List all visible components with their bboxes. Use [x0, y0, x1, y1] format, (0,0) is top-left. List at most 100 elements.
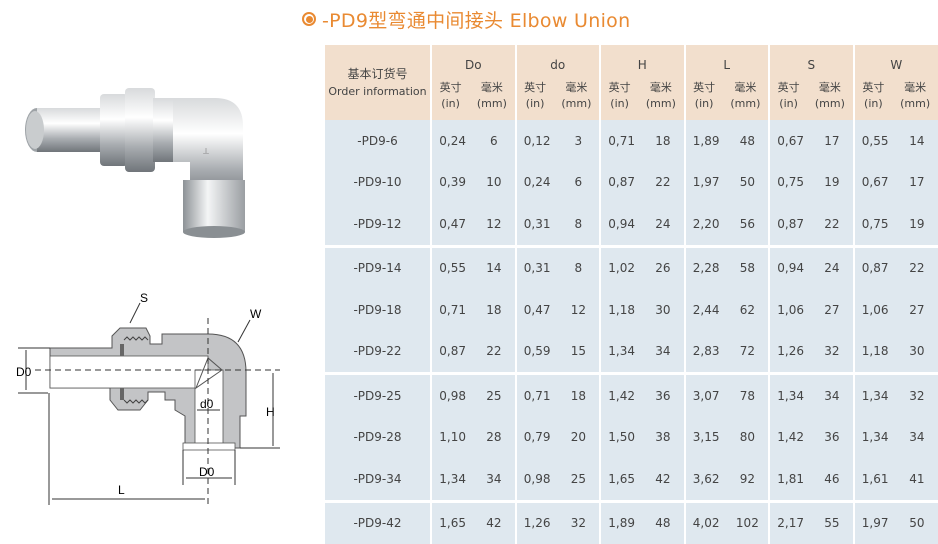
- value-mm: 18: [642, 120, 684, 162]
- title-text: -PD9型弯通中间接头 Elbow Union: [322, 6, 630, 33]
- value-inch: 1,65: [431, 501, 473, 544]
- value-mm: 102: [727, 501, 769, 544]
- value-mm: 3: [558, 120, 600, 162]
- value-mm: 24: [642, 203, 684, 246]
- unit-mm: 毫米(mm): [815, 80, 845, 112]
- label-h: H: [266, 405, 275, 419]
- value-inch: 0,31: [516, 246, 558, 289]
- label-w: W: [250, 307, 262, 321]
- value-mm: 27: [811, 289, 853, 331]
- value-inch: 1,06: [854, 289, 896, 331]
- value-inch: 0,47: [516, 289, 558, 331]
- value-mm: 25: [558, 458, 600, 501]
- value-inch: 0,55: [854, 120, 896, 162]
- value-mm: 32: [896, 374, 938, 417]
- value-mm: 55: [811, 501, 853, 544]
- value-mm: 17: [811, 120, 853, 162]
- value-mm: 6: [473, 120, 515, 162]
- order-code: -PD9-18: [325, 289, 431, 331]
- value-mm: 8: [558, 246, 600, 289]
- value-mm: 92: [727, 458, 769, 501]
- value-inch: 1,97: [854, 501, 896, 544]
- value-mm: 48: [727, 120, 769, 162]
- value-inch: 1,42: [600, 374, 642, 417]
- unit-inch: 英寸(in): [609, 80, 631, 112]
- value-inch: 0,71: [516, 374, 558, 417]
- value-inch: 0,94: [600, 203, 642, 246]
- value-mm: 32: [558, 501, 600, 544]
- value-mm: 46: [811, 458, 853, 501]
- value-inch: 2,20: [685, 203, 727, 246]
- value-mm: 50: [727, 162, 769, 204]
- order-code: -PD9-22: [325, 331, 431, 374]
- value-mm: 62: [727, 289, 769, 331]
- value-mm: 38: [642, 417, 684, 459]
- value-inch: 2,44: [685, 289, 727, 331]
- value-mm: 18: [558, 374, 600, 417]
- unit-inch: 英寸(in): [778, 80, 800, 112]
- value-inch: 3,15: [685, 417, 727, 459]
- value-inch: 0,94: [769, 246, 811, 289]
- unit-mm: 毫米(mm): [730, 80, 760, 112]
- value-inch: 0,12: [516, 120, 558, 162]
- value-inch: 0,87: [600, 162, 642, 204]
- value-inch: 0,47: [431, 203, 473, 246]
- value-mm: 18: [473, 289, 515, 331]
- value-mm: 22: [642, 162, 684, 204]
- unit-mm: 毫米(mm): [646, 80, 676, 112]
- value-mm: 32: [811, 331, 853, 374]
- value-inch: 1,81: [769, 458, 811, 501]
- value-mm: 30: [896, 331, 938, 374]
- value-inch: 0,55: [431, 246, 473, 289]
- value-inch: 1,61: [854, 458, 896, 501]
- value-inch: 1,02: [600, 246, 642, 289]
- value-inch: 1,34: [854, 374, 896, 417]
- value-inch: 4,02: [685, 501, 727, 544]
- value-mm: 8: [558, 203, 600, 246]
- unit-inch: 英寸(in): [693, 80, 715, 112]
- unit-mm: 毫米(mm): [477, 80, 507, 112]
- group-name: H: [601, 50, 684, 80]
- value-mm: 34: [642, 331, 684, 374]
- value-inch: 1,26: [769, 331, 811, 374]
- technical-drawing: S W D0 d0 H D0 L: [0, 280, 300, 510]
- value-mm: 28: [473, 417, 515, 459]
- order-code: -PD9-42: [325, 501, 431, 544]
- value-inch: 1,34: [600, 331, 642, 374]
- value-mm: 41: [896, 458, 938, 501]
- value-mm: 56: [727, 203, 769, 246]
- value-inch: 0,71: [431, 289, 473, 331]
- value-inch: 3,62: [685, 458, 727, 501]
- value-mm: 6: [558, 162, 600, 204]
- group-name: W: [855, 50, 938, 80]
- value-inch: 1,18: [854, 331, 896, 374]
- value-inch: 1,34: [431, 458, 473, 501]
- value-inch: 1,26: [516, 501, 558, 544]
- value-mm: 34: [811, 374, 853, 417]
- value-inch: 1,50: [600, 417, 642, 459]
- unit-inch: 英寸(in): [440, 80, 462, 112]
- value-mm: 15: [558, 331, 600, 374]
- value-inch: 2,83: [685, 331, 727, 374]
- order-code: -PD9-12: [325, 203, 431, 246]
- value-mm: 10: [473, 162, 515, 204]
- unit-mm: 毫米(mm): [561, 80, 591, 112]
- value-mm: 58: [727, 246, 769, 289]
- order-code: -PD9-6: [325, 120, 431, 162]
- value-inch: 0,98: [431, 374, 473, 417]
- value-mm: 42: [473, 501, 515, 544]
- value-inch: 0,79: [516, 417, 558, 459]
- order-code: -PD9-14: [325, 246, 431, 289]
- value-inch: 0,67: [769, 120, 811, 162]
